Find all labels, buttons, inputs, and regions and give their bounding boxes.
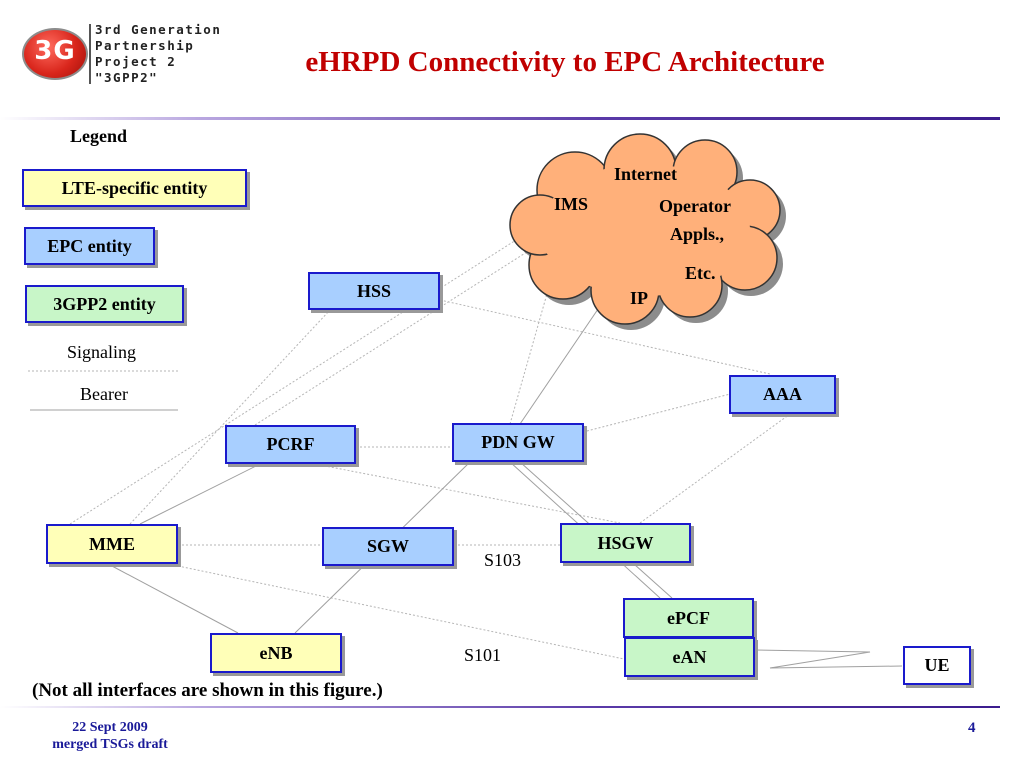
cloud-appls-label: Appls., bbox=[670, 224, 725, 244]
link-mme-pcrf bbox=[139, 463, 261, 525]
legend-signaling-label: Signaling bbox=[67, 342, 137, 362]
link-pcrf-hsgw bbox=[319, 464, 621, 524]
legend-title: Legend bbox=[70, 126, 128, 146]
node-ue: UE bbox=[903, 646, 971, 685]
node-enb: eNB bbox=[210, 633, 342, 673]
logo-line-1: 3rd Generation bbox=[95, 22, 222, 37]
node-pdn-gw: PDN GW bbox=[452, 423, 584, 462]
cloud-operator-label: Operator bbox=[659, 196, 731, 216]
link-mme-enb bbox=[111, 565, 239, 634]
legend-3gpp2-entity: 3GPP2 entity bbox=[25, 285, 184, 323]
link-pdngw-cloud-dotted bbox=[509, 254, 559, 425]
footer-divider bbox=[0, 706, 1000, 708]
node-hss: HSS bbox=[308, 272, 440, 310]
signaling-links bbox=[69, 211, 791, 660]
node-pcrf: PCRF bbox=[225, 425, 356, 464]
bearer-links bbox=[111, 261, 903, 669]
node-ean: eAN bbox=[624, 637, 755, 677]
cloud-internet-label: Internet bbox=[614, 164, 677, 184]
link-pcrf-ims bbox=[254, 221, 575, 426]
cloud-ip-label: IP bbox=[630, 288, 648, 308]
logo-line-2: Partnership bbox=[95, 38, 195, 53]
page-title: eHRPD Connectivity to EPC Architecture bbox=[305, 46, 825, 78]
node-sgw: SGW bbox=[322, 527, 454, 566]
node-hsgw: HSGW bbox=[560, 523, 691, 563]
link-ean-ue bbox=[753, 649, 903, 669]
logo-line-4: "3GPP2" bbox=[95, 70, 159, 85]
cloud-etc-label: Etc. bbox=[685, 263, 716, 283]
page-number: 4 bbox=[968, 720, 976, 736]
link-mme-hss bbox=[129, 309, 331, 525]
legend-lte-entity: LTE-specific entity bbox=[22, 169, 247, 207]
logo-divider bbox=[89, 24, 91, 84]
node-aaa: AAA bbox=[729, 375, 836, 414]
logo-line-3: Project 2 bbox=[95, 54, 177, 69]
node-epcf: ePCF bbox=[623, 598, 754, 638]
header-divider bbox=[0, 117, 1000, 120]
legend-epc-entity: EPC entity bbox=[24, 227, 155, 265]
link-hss-aaa bbox=[439, 299, 771, 375]
interface-s101-label: S101 bbox=[464, 645, 502, 665]
legend-bearer-label: Bearer bbox=[80, 384, 128, 404]
link-pdngw-aaa bbox=[582, 393, 731, 433]
logo-mark: 3G bbox=[34, 36, 76, 66]
footer-date-block: 22 Sept 2009 merged TSGs draft bbox=[40, 719, 180, 753]
footer-draft-label: merged TSGs draft bbox=[52, 737, 168, 752]
interface-s103-label: S103 bbox=[484, 550, 522, 570]
logo-badge bbox=[22, 28, 88, 80]
link-mme-ims bbox=[69, 211, 561, 525]
cloud-body bbox=[540, 164, 750, 296]
figure-note: (Not all interfaces are shown in this fi… bbox=[32, 680, 383, 701]
node-mme: MME bbox=[46, 524, 178, 564]
footer-date: 22 Sept 2009 bbox=[72, 720, 148, 735]
cloud-ims-label: IMS bbox=[554, 194, 589, 214]
link-hsgw-aaa bbox=[639, 413, 791, 524]
